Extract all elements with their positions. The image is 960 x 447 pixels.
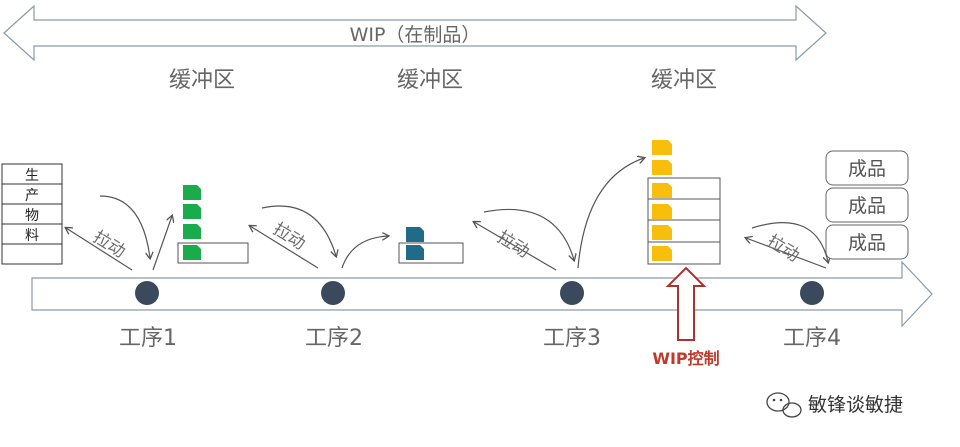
process-node-1 [135, 281, 159, 305]
finished-good-2: 成品 [848, 195, 886, 217]
finished-good-1: 成品 [848, 158, 886, 180]
wip-control-label: WIP控制 [652, 349, 719, 368]
plan-char-3: 物 [25, 208, 39, 224]
buffer-label-1: 缓冲区 [169, 68, 235, 93]
wip-label: WIP（在制品） [350, 24, 481, 46]
process-node-3 [560, 281, 584, 305]
pull-arrow-4: 拉动 [746, 221, 828, 269]
pull-label-2: 拉动 [269, 219, 308, 254]
buffer-1-stack [177, 185, 249, 264]
finished-goods-stack: 成品 成品 成品 [825, 150, 909, 260]
process-label-4: 工序4 [783, 326, 841, 351]
production-flow-arrow [31, 260, 933, 328]
plan-char-4: 料 [25, 228, 39, 244]
pull-label-4: 拉动 [763, 231, 802, 266]
process-node-4 [800, 281, 824, 305]
wip-span-arrow: WIP（在制品） [3, 4, 827, 62]
buffer-label-3: 缓冲区 [651, 68, 717, 93]
production-material-box: 生 产 物 料 [1, 163, 63, 265]
process-label-3: 工序3 [543, 326, 601, 351]
pull-label-1: 拉动 [89, 227, 128, 262]
plan-char-2: 产 [25, 188, 39, 204]
push-arrow-2 [341, 236, 388, 269]
finished-good-3: 成品 [848, 232, 886, 254]
wechat-icon [766, 392, 802, 418]
buffer-3-stack [647, 140, 721, 265]
watermark-text: 敏锋谈敏捷 [808, 394, 903, 416]
process-label-1: 工序1 [119, 326, 177, 351]
wip-control-arrow [665, 266, 707, 341]
pull-arrow-2: 拉动 [250, 205, 336, 269]
process-label-2: 工序2 [305, 326, 363, 351]
buffer-label-2: 缓冲区 [397, 68, 463, 93]
pull-arrow-3: 拉动 [474, 208, 574, 271]
pull-arrow-1: 拉动 [66, 195, 150, 271]
push-arrow-1 [152, 216, 172, 271]
watermark: 敏锋谈敏捷 [766, 392, 903, 418]
process-node-2 [321, 281, 345, 305]
buffer-2-stack [398, 227, 464, 264]
plan-char-1: 生 [25, 168, 39, 184]
push-arrow-3 [577, 158, 644, 269]
pull-label-3: 拉动 [493, 227, 532, 262]
